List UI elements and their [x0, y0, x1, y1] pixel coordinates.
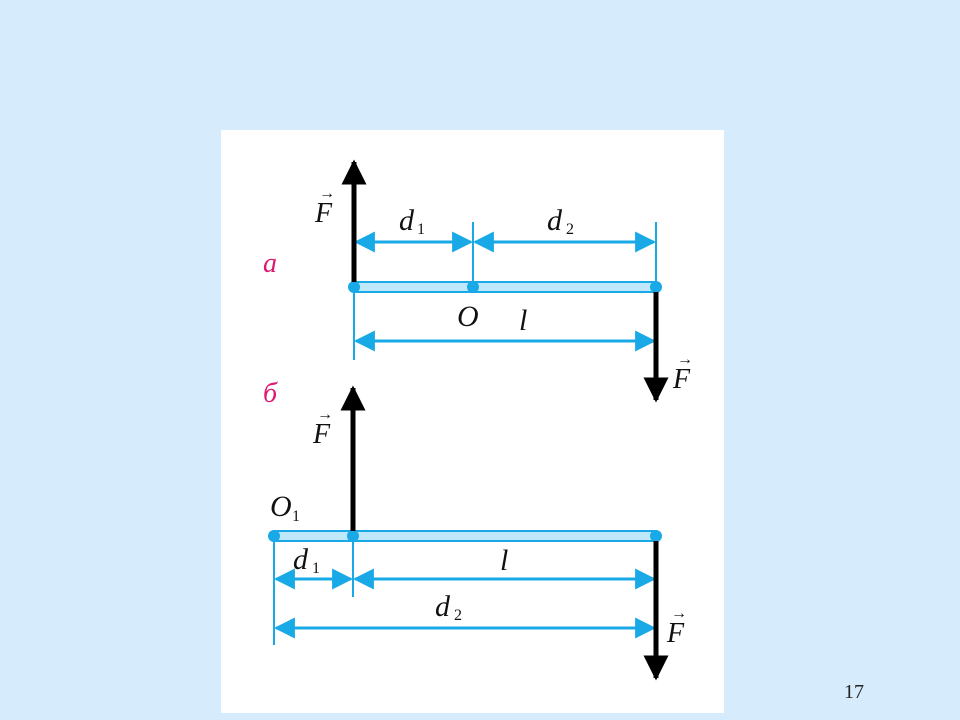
- bar-end-right-b: [650, 530, 662, 542]
- svg-text:2: 2: [566, 221, 574, 238]
- force-label-top-b: F →: [312, 406, 333, 450]
- force-point-b: [347, 530, 359, 542]
- vector-arrow-icon: →: [671, 605, 687, 622]
- force-label-bottom-b: F →: [666, 605, 687, 649]
- pivot-label-a: O: [457, 300, 479, 333]
- part-a: а F → F →: [263, 159, 693, 403]
- vector-arrow-icon: →: [319, 185, 335, 202]
- svg-text:d: d: [399, 204, 415, 237]
- svg-text:F: F: [312, 419, 331, 450]
- pivot-point-a: [467, 281, 479, 293]
- svg-text:d: d: [547, 204, 563, 237]
- svg-text:1: 1: [417, 221, 425, 238]
- figure-panel: а F → F →: [221, 130, 724, 713]
- pivot-label-b: O 1: [270, 490, 300, 525]
- svg-text:d: d: [293, 543, 309, 576]
- lever-diagram: а F → F →: [263, 159, 693, 681]
- part-b-label: б: [263, 378, 278, 409]
- bar-end-right-a: [650, 281, 662, 293]
- svg-text:F: F: [314, 198, 333, 229]
- d2-label-a: d 2: [547, 204, 574, 238]
- part-b: б F → F →: [263, 378, 687, 681]
- length-label-a: l: [519, 304, 527, 337]
- part-a-label: а: [263, 248, 277, 279]
- svg-text:F: F: [672, 364, 691, 395]
- d1-label-a: d 1: [399, 204, 425, 238]
- svg-text:1: 1: [292, 508, 300, 525]
- force-label-bottom-a: F →: [672, 351, 693, 395]
- lever-bar-b: [273, 530, 657, 542]
- svg-text:O: O: [270, 490, 292, 523]
- vector-arrow-icon: →: [677, 351, 693, 368]
- svg-text:2: 2: [454, 607, 462, 624]
- d1-label-b: d 1: [293, 543, 320, 577]
- force-label-top-a: F →: [314, 185, 335, 229]
- lever-bar-a: [353, 281, 657, 293]
- svg-text:1: 1: [312, 560, 320, 577]
- d2-label-b: d 2: [435, 590, 462, 624]
- vector-arrow-icon: →: [317, 406, 333, 423]
- svg-text:d: d: [435, 590, 451, 623]
- slide-number: 17: [844, 681, 864, 703]
- svg-text:F: F: [666, 618, 685, 649]
- length-label-b: l: [500, 544, 508, 577]
